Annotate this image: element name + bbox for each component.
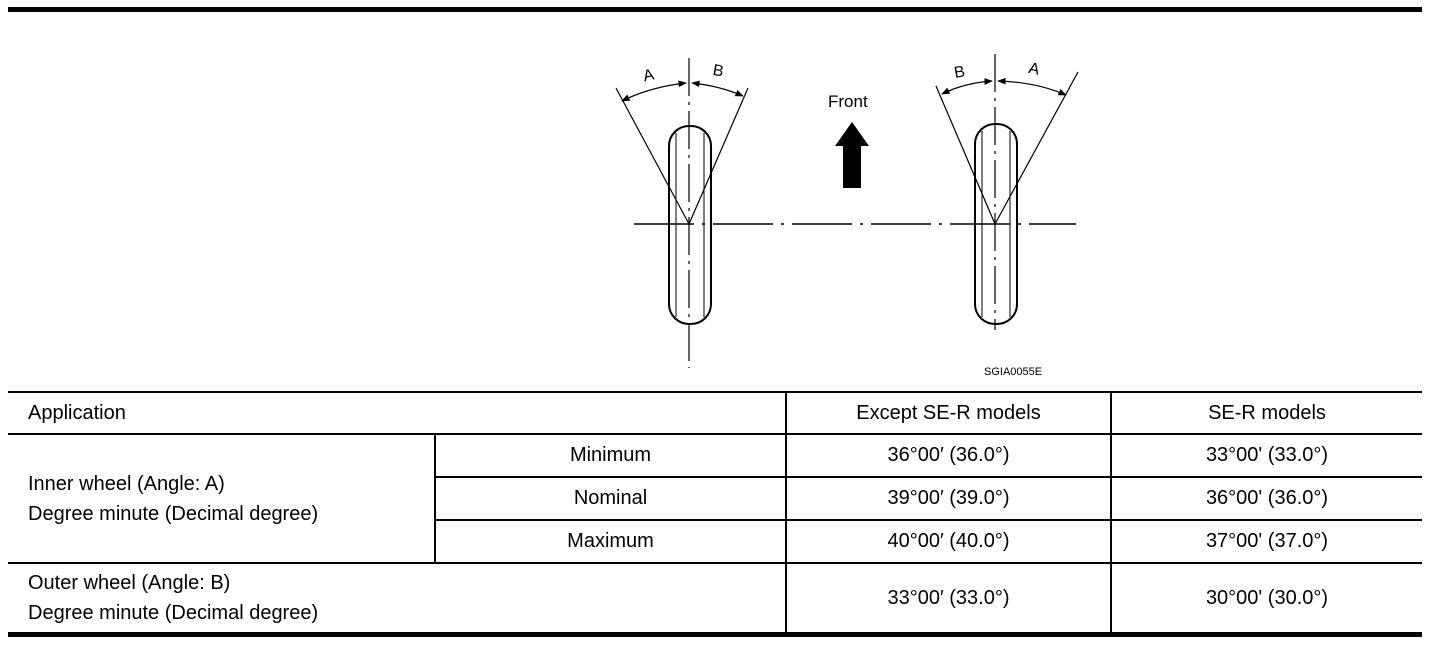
outer-wheel-label-line1: Outer wheel (Angle: B) [28, 572, 231, 594]
front-indicator: Front [828, 92, 869, 188]
outer-wheel-label: Outer wheel (Angle: B) Degree minute (De… [8, 562, 787, 634]
left-wheel: A B [615, 58, 749, 368]
turning-angle-diagram: A B Front B A SGIA0055E [615, 54, 1079, 378]
cell-value: 37°00' (37.0°) [1110, 519, 1422, 564]
bottom-rule [8, 633, 1422, 637]
header-se-r: SE-R models [1110, 391, 1422, 435]
right-angle-line-b [935, 85, 996, 225]
right-wheel: B A [935, 54, 1079, 330]
cell-value: 33°00' (33.0°) [1110, 433, 1422, 478]
table-header-row: Application Except SE-R models SE-R mode… [8, 391, 1422, 435]
cell-value: 36°00′ (36.0°) [785, 433, 1112, 478]
left-angle-line-b [688, 87, 749, 225]
front-arrow-icon [835, 122, 869, 188]
figure-code: SGIA0055E [984, 366, 1042, 378]
inner-wheel-label-line1: Inner wheel (Angle: A) [28, 472, 225, 495]
right-angle-arc-b [941, 78, 993, 95]
inner-wheel-label: Inner wheel (Angle: A) Degree minute (De… [8, 433, 436, 564]
top-rule [8, 7, 1422, 12]
right-label-a: A [1027, 60, 1041, 79]
left-angle-line-a [615, 87, 690, 225]
table-row: Nominal 39°00′ (39.0°) 36°00' (36.0°) [8, 476, 1422, 521]
row-name-minimum: Minimum [434, 433, 787, 478]
cell-value: 40°00′ (40.0°) [785, 519, 1112, 564]
cell-value: 39°00′ (39.0°) [785, 476, 1112, 521]
front-label: Front [828, 92, 868, 111]
table-row: Maximum 40°00′ (40.0°) 37°00' (37.0°) [8, 519, 1422, 564]
left-angle-arc-a [621, 80, 687, 102]
outer-wheel-label-line2: Degree minute (Decimal degree) [28, 602, 319, 624]
row-name-nominal: Nominal [435, 476, 787, 521]
cell-value: 30°00' (30.0°) [1110, 562, 1422, 634]
cell-value: 36°00' (36.0°) [1110, 476, 1422, 521]
left-tire [668, 125, 712, 325]
right-tire [974, 123, 1018, 325]
table-row: Inner wheel (Angle: A) Degree minute (De… [8, 433, 1422, 564]
table-row: Outer wheel (Angle: B) Degree minute (De… [8, 562, 1422, 634]
right-angle-arc-a [997, 77, 1067, 96]
cell-value: 33°00′ (33.0°) [785, 562, 1112, 634]
turning-angle-spec-table: Application Except SE-R models SE-R mode… [8, 391, 1422, 634]
header-application: Application [8, 391, 787, 435]
right-label-b: B [953, 63, 966, 82]
right-angle-line-a [994, 71, 1079, 225]
row-name-maximum: Maximum [435, 519, 787, 564]
left-label-a: A [642, 66, 656, 85]
left-label-b: B [711, 62, 724, 81]
header-except-se-r: Except SE-R models [785, 391, 1112, 435]
inner-wheel-label-line2: Degree minute (Decimal degree) [28, 502, 319, 525]
left-angle-arc-b [691, 80, 744, 97]
